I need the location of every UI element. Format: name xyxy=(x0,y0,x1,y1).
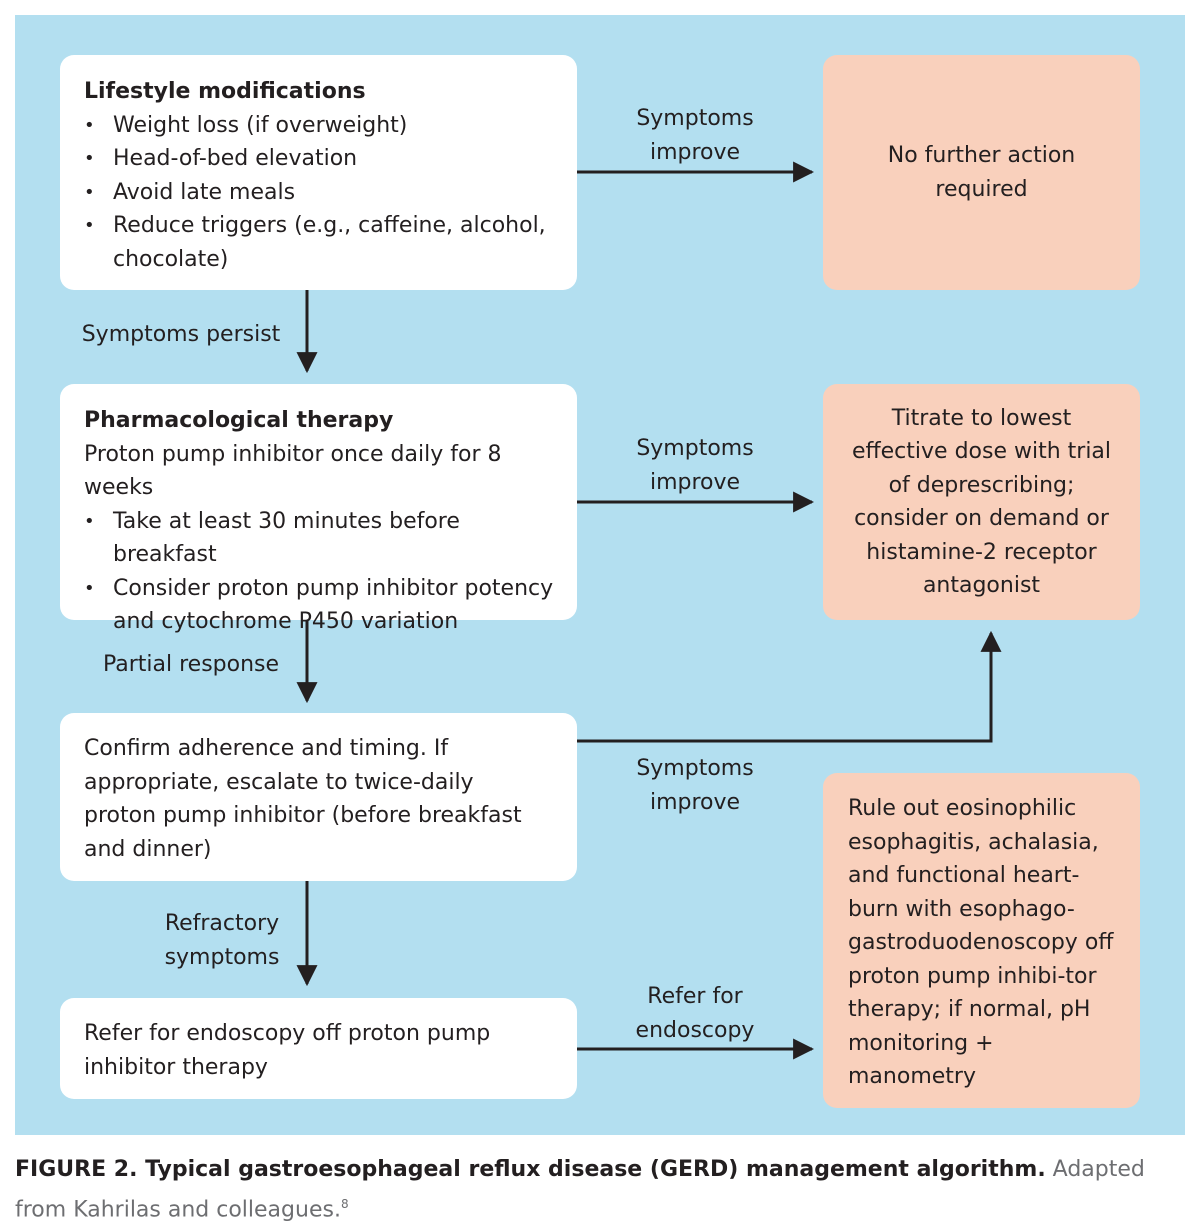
titrate-text: Titrate to lowest effective dose with tr… xyxy=(851,405,1112,599)
lifestyle-item: Reduce triggers (e.g., caffeine, alcohol… xyxy=(84,209,555,276)
label-improve-2: Symptoms improve xyxy=(636,436,754,495)
arrow-confirm-to-titrate xyxy=(577,630,1002,743)
rule-out-text: Rule out eosinophilic esophagitis, achal… xyxy=(848,796,1114,1089)
lifestyle-list: Weight loss (if overweight) Head-of-bed … xyxy=(84,109,555,277)
label-partial: Partial response xyxy=(102,652,280,677)
pharma-list: Take at least 30 minutes before breakfas… xyxy=(84,505,555,639)
lifestyle-title: Lifestyle modifications xyxy=(84,79,366,104)
lifestyle-item: Avoid late meals xyxy=(84,176,555,210)
label-persist: Symptoms persist xyxy=(81,322,281,347)
no-action-box: No further action required xyxy=(823,55,1140,290)
lifestyle-box: Lifestyle modifications Weight loss (if … xyxy=(60,55,577,290)
label-improve-1: Symptoms improve xyxy=(636,106,754,165)
label-refractory: Refractory symptoms xyxy=(164,911,280,970)
rule-out-box: Rule out eosinophilic esophagitis, achal… xyxy=(823,773,1140,1108)
caption-figure-title: FIGURE 2. Typical gastroesophageal reflu… xyxy=(15,1157,1046,1182)
pharma-item: Consider proton pump inhibitor potency a… xyxy=(84,572,555,639)
pharma-title: Pharmacological therapy xyxy=(84,408,394,433)
pharma-item: Take at least 30 minutes before breakfas… xyxy=(84,505,555,572)
caption-source: Adapted from Kahrilas and colleagues. xyxy=(15,1157,1145,1223)
refer-box: Refer for endoscopy off proton pump inhi… xyxy=(60,998,577,1099)
pharma-box: Pharmacological therapy Proton pump inhi… xyxy=(60,384,577,634)
confirm-text: Confirm adherence and timing. If appropr… xyxy=(84,736,522,862)
caption-reference: 8 xyxy=(340,1197,349,1211)
label-refer-endoscopy: Refer for endoscopy xyxy=(635,984,755,1043)
lifestyle-item: Head-of-bed elevation xyxy=(84,142,555,176)
titrate-box: Titrate to lowest effective dose with tr… xyxy=(823,384,1140,620)
label-improve-3: Symptoms improve xyxy=(636,756,754,815)
figure-caption: FIGURE 2. Typical gastroesophageal reflu… xyxy=(15,1152,1185,1227)
no-action-text: No further action required xyxy=(887,143,1076,202)
confirm-box: Confirm adherence and timing. If appropr… xyxy=(60,713,577,881)
refer-text: Refer for endoscopy off proton pump inhi… xyxy=(84,1021,491,1080)
lifestyle-item: Weight loss (if overweight) xyxy=(84,109,555,143)
pharma-intro: Proton pump inhibitor once daily for 8 w… xyxy=(84,441,502,501)
